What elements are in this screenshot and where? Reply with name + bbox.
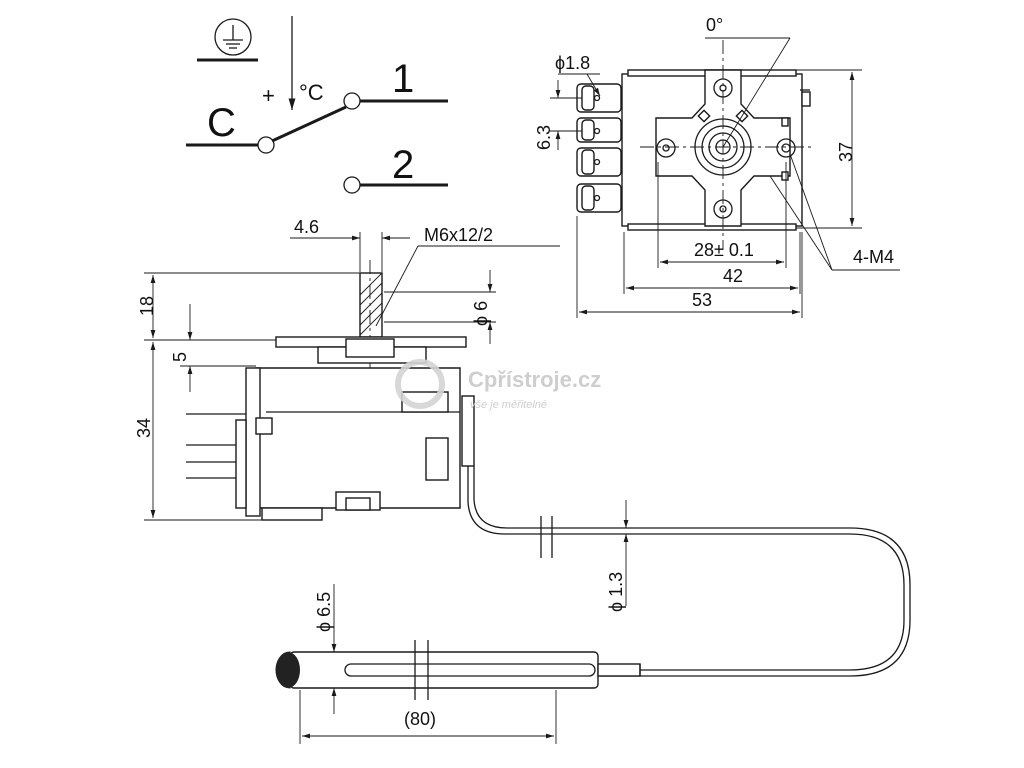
shaft-diameter-label: ϕ 6 [471, 301, 491, 326]
terminal-1-label: 1 [392, 57, 414, 101]
capillary-diameter-label: ϕ 1.3 [606, 572, 626, 612]
mounting-holes-label: 4-M4 [853, 247, 894, 267]
watermark-brand: Cpřístroje.cz [468, 367, 601, 392]
total-width-label: 53 [692, 290, 712, 310]
switch-blade [271, 105, 347, 143]
terminal-2-label: 2 [392, 143, 414, 187]
contact-c [257, 136, 275, 154]
contact-1 [343, 92, 361, 110]
height-label: 37 [836, 142, 856, 162]
terminal-pitch-label: 6.3 [534, 125, 554, 150]
watermark-tagline: vše je měřitelné [470, 399, 547, 411]
sensor-diameter-label: ϕ 6.5 [314, 592, 334, 632]
shaft-flat-label: 4.6 [294, 217, 319, 237]
inner-width-label: 42 [723, 266, 743, 286]
terminal-diameter-label: ϕ1.8 [555, 53, 590, 73]
sensor-bulb: ϕ 6.5 (80) [275, 584, 641, 744]
thread-label: M6x12/2 [424, 225, 493, 245]
terminal-c-label: C [207, 101, 236, 145]
watermark: Cpřístroje.cz vše je měřitelné [395, 359, 601, 411]
front-view: 0° ϕ1.8 6.3 37 28± 0.1 42 53 4-M [534, 15, 900, 318]
contact-2 [343, 176, 361, 194]
sensor-length-label: (80) [404, 709, 436, 729]
shaft-length-label: 18 [137, 296, 157, 316]
hole-spacing-label: 28± 0.1 [694, 240, 754, 260]
celsius-label: °C [299, 80, 324, 105]
terminal-block [576, 83, 622, 213]
flange-label: 5 [170, 352, 190, 362]
capillary-tube: ϕ 1.3 [467, 466, 911, 677]
body-height-label: 34 [134, 418, 154, 438]
ground-icon [197, 18, 258, 62]
switch-schematic: + °C C 1 2 [186, 16, 448, 194]
shaft [359, 272, 383, 338]
plus-sign: + [262, 83, 275, 108]
angle-label: 0° [706, 15, 723, 35]
